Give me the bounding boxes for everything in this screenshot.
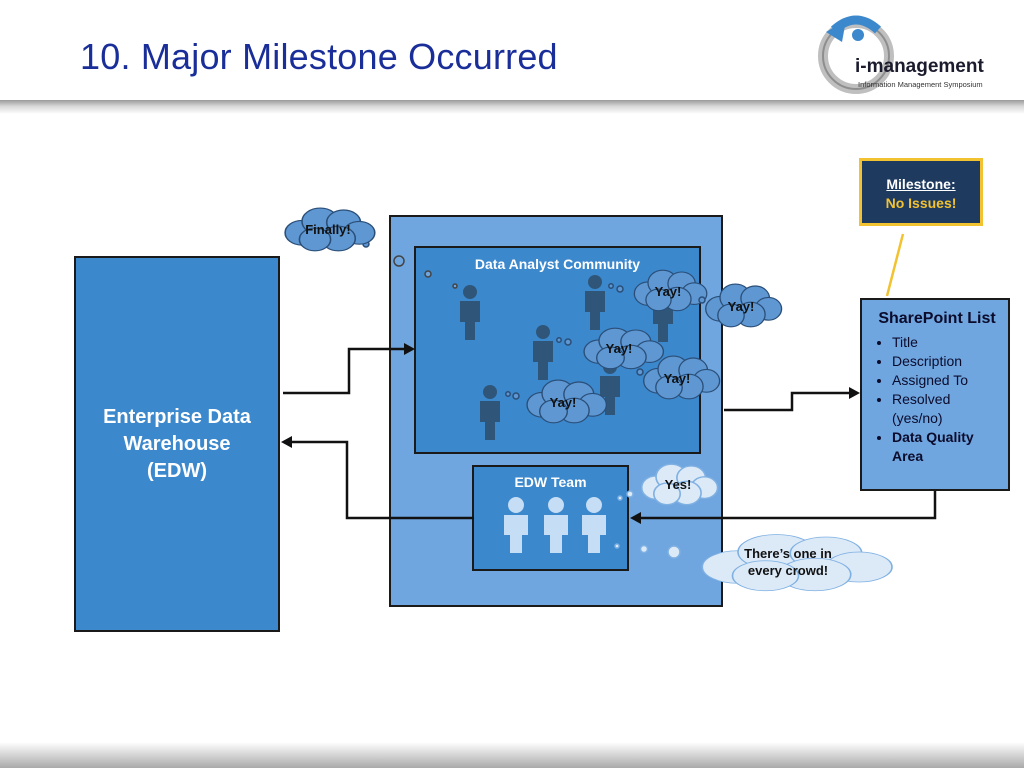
milestone-status: No Issues!: [885, 195, 957, 211]
milestone-label: Milestone:: [886, 176, 956, 192]
connectors: [281, 343, 937, 524]
team-person: [582, 497, 606, 553]
field-item: Description: [892, 352, 1004, 371]
analyst-person: [585, 275, 605, 330]
footer-divider: [0, 742, 1024, 768]
field-item: Resolved (yes/no): [892, 390, 1004, 428]
finally-cloud: [284, 207, 376, 252]
finally-text: Finally!: [305, 222, 351, 237]
analyst-person: [533, 325, 553, 380]
logo-text: i-management: [855, 56, 984, 77]
milestone-callout: Milestone: No Issues!: [859, 158, 983, 226]
field-item: Data Quality Area: [892, 428, 1004, 466]
team-person: [544, 497, 568, 553]
header-divider: [0, 100, 1024, 114]
logo-subtitle: Information Management Symposium: [858, 80, 983, 89]
analyst-person: [480, 385, 500, 440]
field-item: Assigned To: [892, 371, 1004, 390]
team-to-edw-connector: [290, 440, 474, 520]
yay-cloud: [556, 327, 665, 370]
yes-text: Yes!: [664, 477, 692, 492]
sharepoint-list-box: SharePoint List Title Description Assign…: [860, 298, 1010, 491]
i-management-logo: [812, 8, 1008, 98]
slide-title: 10. Major Milestone Occurred: [80, 36, 558, 77]
bubble-dot: [452, 283, 458, 289]
yay-text: Yay!: [654, 284, 682, 299]
yay-text: Yay!: [605, 341, 633, 356]
yay-text: Yay!: [549, 395, 577, 410]
yes-cloud: [617, 463, 719, 506]
analyst-person: [460, 285, 480, 340]
sharepoint-fields: Title Description Assigned To Resolved (…: [870, 333, 1004, 466]
yay-text: Yay!: [727, 299, 755, 314]
bubble-dot: [424, 270, 432, 278]
sharepoint-title: SharePoint List: [878, 310, 996, 327]
bubble-dot: [393, 255, 405, 267]
crowd-cloud: [614, 533, 894, 593]
yay-cloud: [636, 355, 721, 400]
yay-text: Yay!: [663, 371, 691, 386]
field-item: Title: [892, 333, 1004, 352]
analyst-community-label: Data Analyst Community: [474, 256, 641, 272]
team-person: [504, 497, 528, 553]
analysts-to-sharepoint-connector: [724, 391, 852, 412]
edw-team-label: EDW Team: [514, 474, 587, 490]
yay-cloud: [608, 269, 708, 312]
sharepoint-to-team-connector: [640, 491, 937, 520]
edw-to-analysts-connector: [283, 347, 405, 395]
milestone-pointer: [885, 233, 905, 297]
yay-cloud: [505, 379, 608, 424]
crowd-text: There’s one in every crowd!: [744, 546, 832, 578]
edw-label: Enterprise Data Warehouse (EDW): [103, 405, 251, 482]
edw-box: Enterprise Data Warehouse (EDW): [74, 256, 280, 632]
yay-cloud: [698, 283, 783, 328]
